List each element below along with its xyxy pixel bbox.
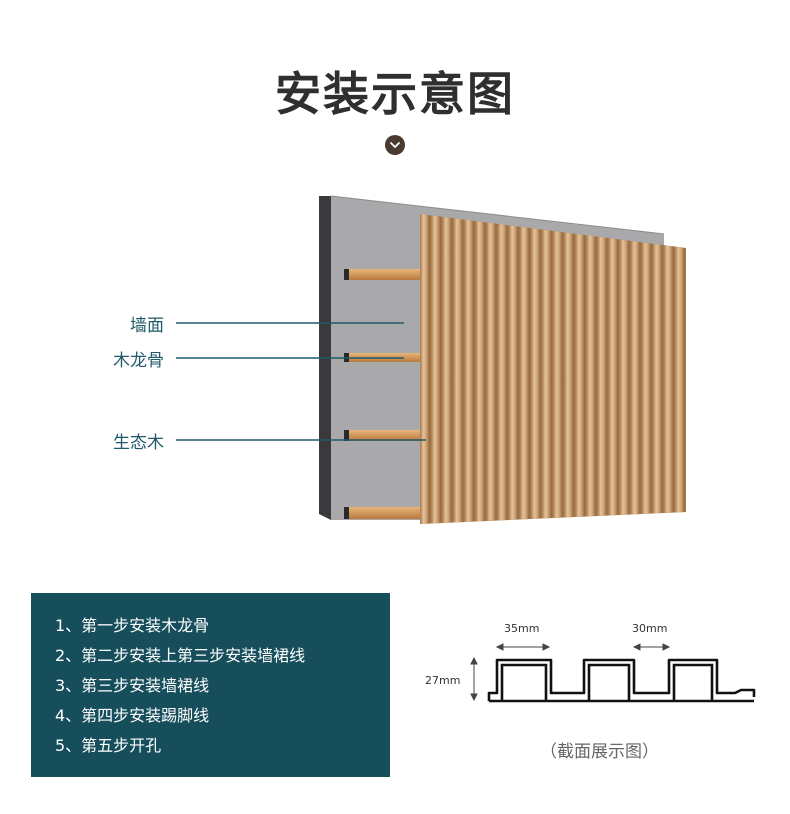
step-3: 3、第三步安装墙裙线 [55,676,210,695]
chevron-down-icon [390,142,400,148]
install-steps-panel: 1、第一步安装木龙骨 2、第二步安装上第三步安装墙裙线 3、第三步安装墙裙线 4… [31,593,390,777]
panel-slat [652,243,663,514]
panel-slat [619,239,630,515]
dim-arrow-27 [470,656,478,702]
panel-slat [530,228,541,519]
panel-slat [541,229,552,519]
page-title: 安装示意图 [275,67,515,121]
step-4: 4、第四步安装踢脚线 [55,706,210,725]
panel-slat [597,236,608,516]
panel-slat [641,242,652,515]
panel-slat [431,215,441,524]
panel-slat [464,219,475,522]
dim-label-30: 30mm [632,622,668,635]
panel-slat [475,221,486,522]
dim-arrow-30 [632,643,671,651]
step-2: 2、第二步安装上第三步安装墙裙线 [55,646,306,665]
panel-slat [608,238,619,516]
callout-wall: 墙面 [130,316,164,336]
panel-slat [486,222,497,521]
callout-panel: 生态木 [113,433,164,453]
step-1: 1、第一步安装木龙骨 [55,616,210,635]
step-5: 5、第五步开孔 [55,736,162,755]
panel-slat [420,214,430,524]
callout-keel: 木龙骨 [113,351,164,371]
panel-slat [586,235,597,517]
wood-panel [420,214,686,524]
panel-slat [508,225,519,521]
panel-slat [564,232,574,518]
panel-slat [453,218,464,523]
keel-3 [344,430,420,441]
panel-slat [630,240,641,515]
dim-arrow-35 [495,643,551,651]
keel-4 [344,507,420,519]
panel-slat [663,245,674,513]
profile-outline [487,658,756,701]
installation-diagram [176,195,686,524]
scroll-down-button[interactable] [385,135,405,155]
panel-slat [674,246,685,513]
panel-slat [553,231,563,518]
dim-label-35: 35mm [504,622,540,635]
keel-1 [344,269,420,280]
panel-slat [442,216,453,524]
panel-slat [575,233,586,518]
dim-label-27: 27mm [425,674,461,687]
panel-slat [497,223,508,521]
panel-slat [519,226,530,520]
section-caption: （截面展示图） [540,742,659,762]
